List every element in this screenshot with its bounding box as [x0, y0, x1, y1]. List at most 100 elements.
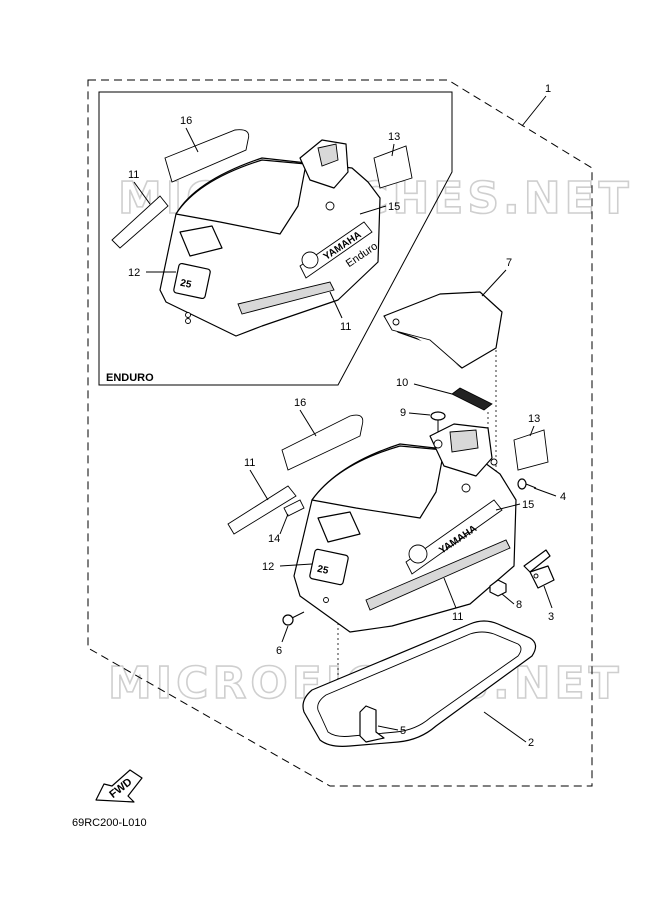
inset-model-number: 25: [179, 278, 193, 291]
leader-12-main: [279, 563, 313, 567]
part-8-nut: [489, 579, 507, 597]
leader-5: [377, 725, 399, 731]
callout-4: 4: [560, 491, 566, 503]
cover-7-edge: [383, 315, 463, 369]
inset-model-badge: [173, 262, 211, 300]
leader-15-main: [495, 503, 521, 511]
callout-10: 10: [396, 377, 408, 389]
enduro-inset-label: ENDURO: [106, 372, 154, 384]
main-window: [317, 511, 361, 543]
screw-6-shank: [291, 611, 305, 619]
drawing-code: 69RC200-L010: [72, 817, 147, 829]
leader-1: [521, 95, 547, 127]
main-model-number: 25: [316, 564, 330, 577]
inset-yamaha-logo: [301, 251, 319, 269]
leader-14: [279, 513, 289, 535]
main-handle-socket: [433, 439, 443, 449]
leader-13-inset: [391, 143, 395, 157]
main-decal-13: [513, 429, 549, 471]
main-handle-recess: [449, 429, 479, 453]
screw-6-head: [282, 614, 294, 626]
leader-9: [408, 412, 431, 416]
cover-7-body: [383, 291, 503, 369]
inset-top-cowling: 25 YAMAHA Enduro: [111, 129, 413, 337]
callout-8: 8: [516, 599, 522, 611]
callout-11-inset-b: 11: [340, 321, 351, 333]
screw-4-shank: [525, 483, 537, 489]
assembly-boundary: [87, 79, 593, 787]
inset-decal-11-side: [111, 195, 169, 249]
callout-15-inset: 15: [388, 201, 400, 213]
main-cowl-top: [311, 445, 445, 519]
latch-3-pin: [533, 573, 539, 579]
callout-15-main: 15: [522, 499, 534, 511]
main-bolt-hole: [323, 597, 329, 603]
inset-callouts: 16 11 12 11 13 15: [128, 115, 400, 333]
leader-2: [483, 711, 527, 743]
inset-cowl-top: [175, 159, 307, 235]
part-7-cover: [383, 291, 503, 369]
main-grommet: [490, 458, 498, 466]
callout-16-inset: 16: [180, 115, 192, 127]
leader-16-inset: [185, 127, 199, 153]
leader-6: [281, 625, 289, 643]
leader-15-inset: [359, 205, 387, 215]
leader-11-inset-b: [329, 291, 343, 319]
leader-7: [481, 269, 507, 297]
enduro-inset-frame: [98, 91, 453, 386]
callout-5: 5: [400, 725, 406, 737]
part-5-bracket: [359, 705, 385, 743]
inset-latch: [325, 201, 335, 211]
leader-11-inset-a: [133, 181, 151, 205]
callout-3: 3: [548, 611, 554, 623]
cover-7-pin: [392, 318, 400, 326]
inset-handle-recess: [317, 143, 339, 167]
leader-11-main-a: [249, 469, 269, 501]
main-decal-11-lower: [365, 539, 511, 611]
callout-11-main-b: 11: [452, 611, 463, 623]
leader-16-main: [299, 409, 317, 437]
leader-13-main: [529, 425, 535, 437]
callout-7: 7: [506, 257, 512, 269]
part-6-screw: [282, 611, 305, 626]
inset-decal-11-lower: [237, 281, 335, 315]
inset-bolt-hole-2: [185, 318, 191, 324]
inset-window: [179, 225, 223, 257]
callout-14: 14: [268, 533, 280, 545]
main-yamaha-decal: [405, 499, 503, 575]
leader-8: [501, 593, 515, 605]
callout-13-inset: 13: [388, 131, 400, 143]
part-9-knob: [430, 411, 446, 432]
latch-3-arm: [523, 549, 551, 573]
callout-16-main: 16: [294, 397, 306, 409]
callout-13-main: 13: [528, 413, 540, 425]
main-model-badge: [309, 548, 349, 586]
fwd-arrow-shape: [95, 769, 143, 803]
leader-11-main-b: [443, 577, 457, 609]
callout-11-main-a: 11: [244, 457, 255, 469]
main-decal-16: [281, 414, 364, 471]
callout-1: 1: [545, 83, 551, 95]
main-callouts: 16 11 14 12 11 13 15: [244, 397, 540, 623]
main-yamaha-logo: [408, 544, 428, 564]
part-3-latch: [523, 549, 555, 589]
latch-3-hook: [529, 565, 555, 589]
part-10-strip: [451, 387, 493, 411]
leader-4: [533, 487, 557, 497]
fwd-arrow: FWD: [95, 769, 143, 803]
inset-bolt-hole: [185, 312, 191, 318]
knob-9-cap: [430, 411, 446, 421]
callout-11-inset-a: 11: [128, 169, 139, 181]
callout-12-inset: 12: [128, 267, 140, 279]
main-decal-11-side: [227, 485, 297, 535]
main-top-cowling: 25 YAMAHA: [227, 414, 549, 633]
part-4-screw: [517, 478, 537, 490]
callout-2: 2: [528, 737, 534, 749]
inset-decal-13: [373, 145, 413, 189]
callout-12-main: 12: [262, 561, 274, 573]
callout-9: 9: [400, 407, 406, 419]
inset-decal-16: [164, 129, 250, 183]
main-latch: [461, 483, 471, 493]
inset-yamaha-decal: [299, 221, 373, 279]
callout-6: 6: [276, 645, 282, 657]
